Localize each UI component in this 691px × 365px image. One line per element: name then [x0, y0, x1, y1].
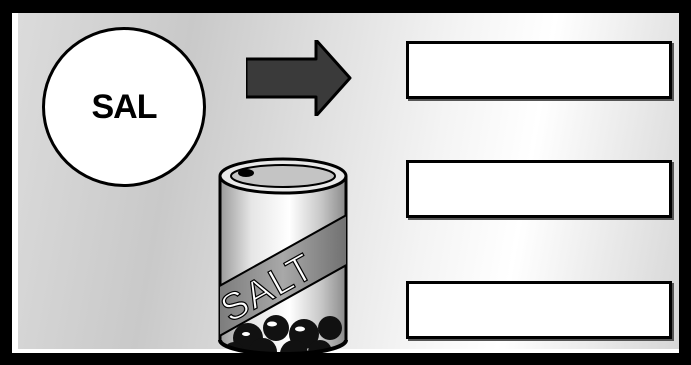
word-circle: SAL	[42, 27, 206, 187]
right-arrow-icon	[246, 40, 352, 116]
answer-box-2[interactable]	[406, 160, 672, 218]
word-label: SAL	[92, 88, 157, 127]
answer-box-3[interactable]	[406, 281, 672, 339]
answer-box-1[interactable]	[406, 41, 672, 99]
salt-can-icon: SALT	[208, 148, 358, 363]
